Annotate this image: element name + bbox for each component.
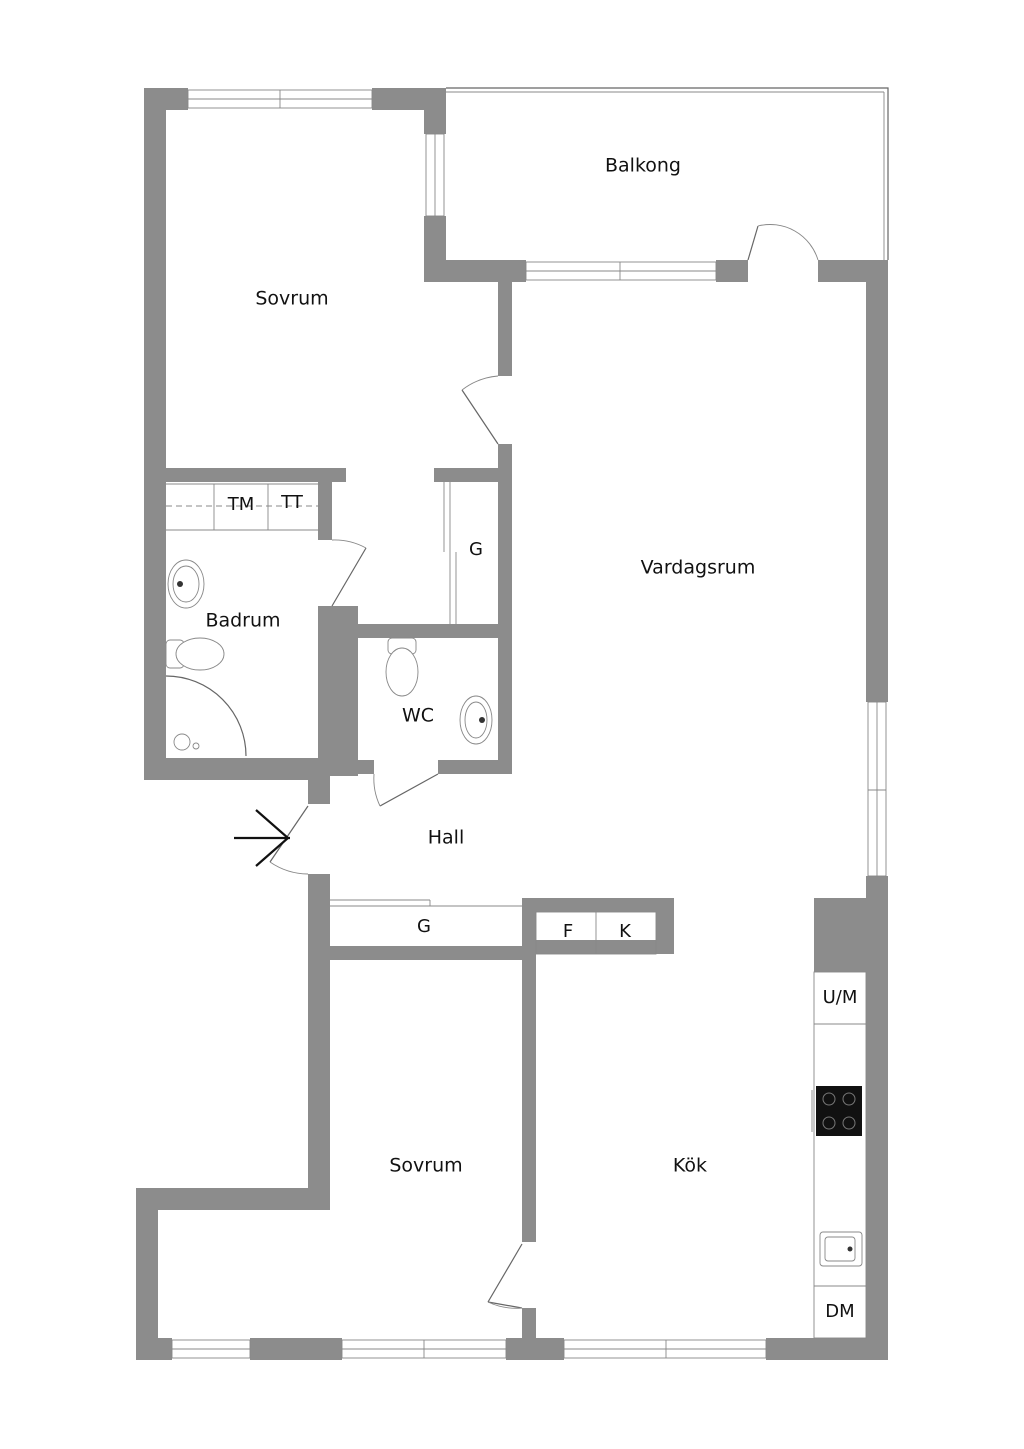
label-wc: WC xyxy=(402,705,434,727)
label-g-hall: G xyxy=(417,916,431,937)
balcony-outline xyxy=(446,87,889,260)
label-vardagsrum: Vardagsrum xyxy=(641,557,756,579)
label-hall: Hall xyxy=(428,827,465,849)
closet-upper xyxy=(443,482,457,624)
label-g-upper: G xyxy=(469,539,483,560)
doors xyxy=(269,224,819,1309)
label-k: K xyxy=(619,921,632,942)
label-tm: TM xyxy=(227,494,255,515)
toilet-icon xyxy=(165,637,225,671)
shower-icon xyxy=(165,675,247,757)
bathroom-fixtures xyxy=(165,483,320,757)
toilet-icon xyxy=(385,637,419,697)
room-labels: Balkong Sovrum Vardagsrum Badrum WC Hall… xyxy=(205,155,857,1323)
wc-fixtures xyxy=(385,637,493,745)
sink-icon xyxy=(459,695,493,745)
stove-icon xyxy=(811,1086,862,1136)
label-sovrum-top: Sovrum xyxy=(255,288,328,310)
hall-closet xyxy=(330,899,522,907)
label-badrum: Badrum xyxy=(205,610,280,632)
entry-arrow-icon xyxy=(234,809,290,867)
label-dm: DM xyxy=(825,1301,854,1322)
label-balkong: Balkong xyxy=(605,155,681,177)
windows xyxy=(171,89,887,1359)
sink-icon xyxy=(167,559,205,609)
label-tt: TT xyxy=(280,492,304,513)
label-sovrum-bottom: Sovrum xyxy=(389,1155,462,1177)
kitchen-sink-icon xyxy=(819,1231,863,1267)
kitchen-fixtures xyxy=(535,911,867,1339)
label-f: F xyxy=(563,921,573,942)
label-kok: Kök xyxy=(673,1155,707,1177)
label-um: U/M xyxy=(823,987,858,1008)
walls xyxy=(136,88,888,1360)
